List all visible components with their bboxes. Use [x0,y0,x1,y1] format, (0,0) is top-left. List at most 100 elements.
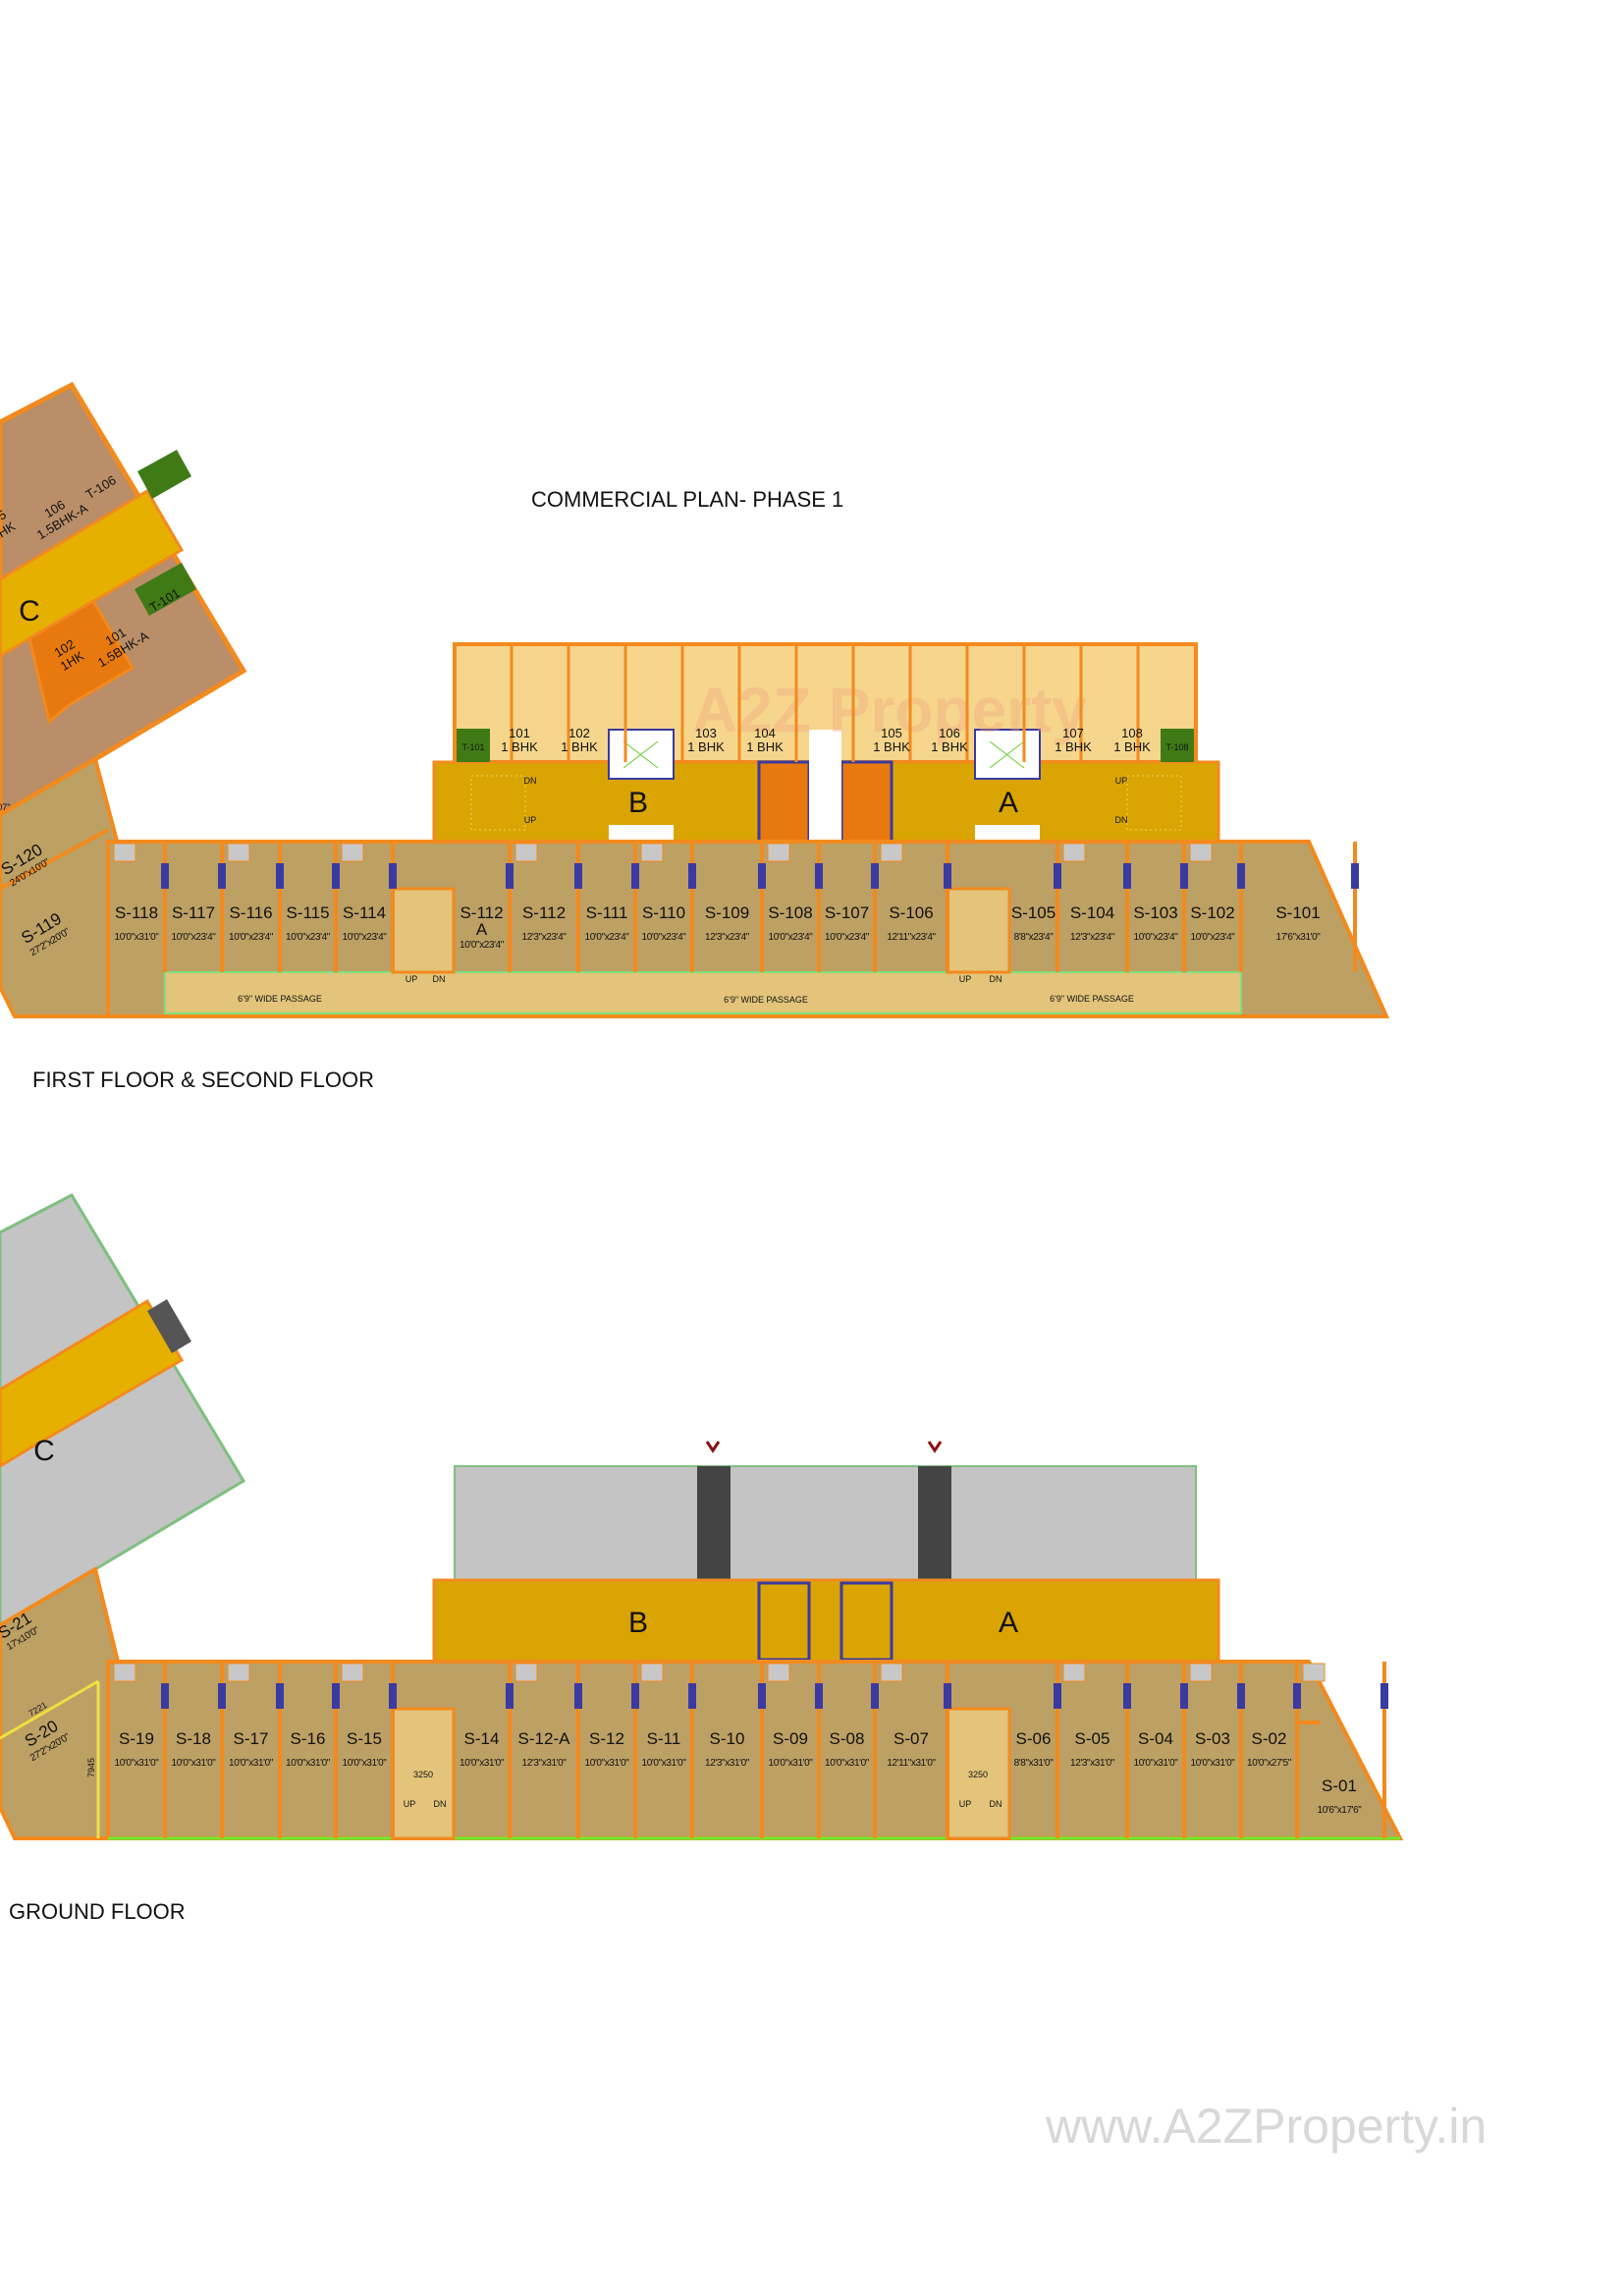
shop-label-suffix: A [476,920,488,939]
passage-label: 6'9" WIDE PASSAGE [1050,994,1134,1004]
toilet-cell [227,1663,250,1682]
shop-label: S-116 [229,903,272,922]
toilet-cell [880,1663,903,1682]
column [688,1683,696,1709]
shop-size: 8'8"x31'0" [1014,1758,1055,1769]
column [276,1683,284,1709]
column [1180,863,1188,889]
dimension-label: 7945 [86,1758,96,1777]
shop-label: S-104 [1070,903,1114,922]
column [218,1683,226,1709]
shop-label: S-09 [773,1729,808,1748]
shop-label: S-06 [1016,1729,1052,1748]
watermark: A2Z Property [692,675,1087,745]
unit-number: 107 [1062,726,1084,740]
ground-floor-shops: S-1910'0"x31'0"S-1810'0"x31'0"S-1710'0"x… [113,1662,1388,1838]
shop-size: 10'0"x23'4" [343,932,388,943]
column [161,1683,169,1709]
side-shop-partial: 07" [0,802,11,812]
toilet-cell [514,843,538,862]
lift [757,760,811,844]
unit-type: 1 BHK [1055,739,1092,754]
shop-size: 10'0"x31'0" [1134,1758,1179,1769]
toilet-cell [1062,843,1086,862]
shaft [608,729,675,780]
shop-size: 10'0"x23'4" [286,932,331,943]
watermark-footer: www.A2ZProperty.in [1045,2099,1487,2154]
toilet-label: T-108 [1165,742,1188,752]
toilet-label: T-101 [461,742,484,752]
first-floor-shops: S-11810'0"x31'0"S-11710'0"x23'4"S-11610'… [113,842,1359,972]
unit-type: 1 BHK [687,739,725,754]
shop-size: 10'0"x23'4" [1134,932,1179,943]
block-b-label: B [628,1607,648,1639]
stair-width: 3250 [968,1770,988,1779]
column [631,1683,639,1709]
unit-type: 1 BHK [873,739,910,754]
column [218,863,226,889]
column [815,863,823,889]
toilet-cell [113,843,136,862]
stair-dn: DN [990,974,1002,984]
shop-size: 10'0"x31'0" [642,1758,687,1769]
shop-label: S-08 [830,1729,865,1748]
column [389,1683,397,1709]
toilet-cell [1189,843,1213,862]
plan-title: COMMERCIAL PLAN- PHASE 1 [531,487,843,512]
unit-number: 104 [754,726,776,740]
shop-label: S-17 [234,1729,269,1748]
shop-label: S-110 [642,903,685,922]
column [1123,1683,1131,1709]
toilet-cell [767,843,790,862]
shop-size: 10'0"x23'4" [229,932,274,943]
toilet-cell [640,843,664,862]
shop-size: 12'3"x31'0" [705,1758,750,1769]
shop-size: 12'11"x23'4" [887,932,936,943]
unit-type: 1 BHK [501,739,538,754]
unit-number: 103 [695,726,717,740]
entry-arrow-icon [705,1441,721,1453]
column [1054,863,1061,889]
stair [946,887,1011,974]
shop-size: 12'3"x23'4" [1070,932,1115,943]
shop-label: S-109 [705,903,749,922]
shop-size: 8'8"x23'4" [1014,932,1055,943]
shop-label: S-11 [647,1729,681,1748]
shop-size: 12'3"x23'4" [522,932,568,943]
stair-up: UP [404,1799,416,1809]
stair-width: 3250 [413,1770,433,1779]
shop-size: 10'6"x17'6" [1318,1805,1363,1816]
toilet-cell [341,1663,364,1682]
shop-size: 10'0"x31'0" [172,1758,217,1769]
stair-up: UP [1115,776,1128,786]
shop-size: 10'0"x31'0" [460,1758,505,1769]
shop-size: 10'0"x23'4" [825,932,870,943]
stair [946,1707,1011,1840]
column [332,863,340,889]
column [944,863,951,889]
column [871,1683,879,1709]
column [1237,863,1245,889]
shop-size: 10'0"x31'0" [229,1758,274,1769]
column [871,863,879,889]
first-floor-label: FIRST FLOOR & SECOND FLOOR [32,1067,374,1092]
column [631,863,639,889]
shop-size: 10'0"x23'4" [1191,932,1236,943]
unit-number: 106 [939,726,960,740]
toilet-cell [767,1663,790,1682]
toilet-cell [227,843,250,862]
shop-label: S-114 [343,903,386,922]
toilet-cell [341,843,364,862]
passage-label: 6'9" WIDE PASSAGE [724,995,808,1005]
stair-dn: DN [1115,815,1128,825]
unit-type: 1 BHK [931,739,968,754]
stair-dn: DN [434,1799,447,1809]
shop-size: 10'0"x23'4" [172,932,217,943]
toilet-cell [113,1663,136,1682]
unit-number: 108 [1121,726,1143,740]
lift [839,760,893,844]
stair-up: UP [959,1799,972,1809]
wide-passage [164,971,1242,1014]
